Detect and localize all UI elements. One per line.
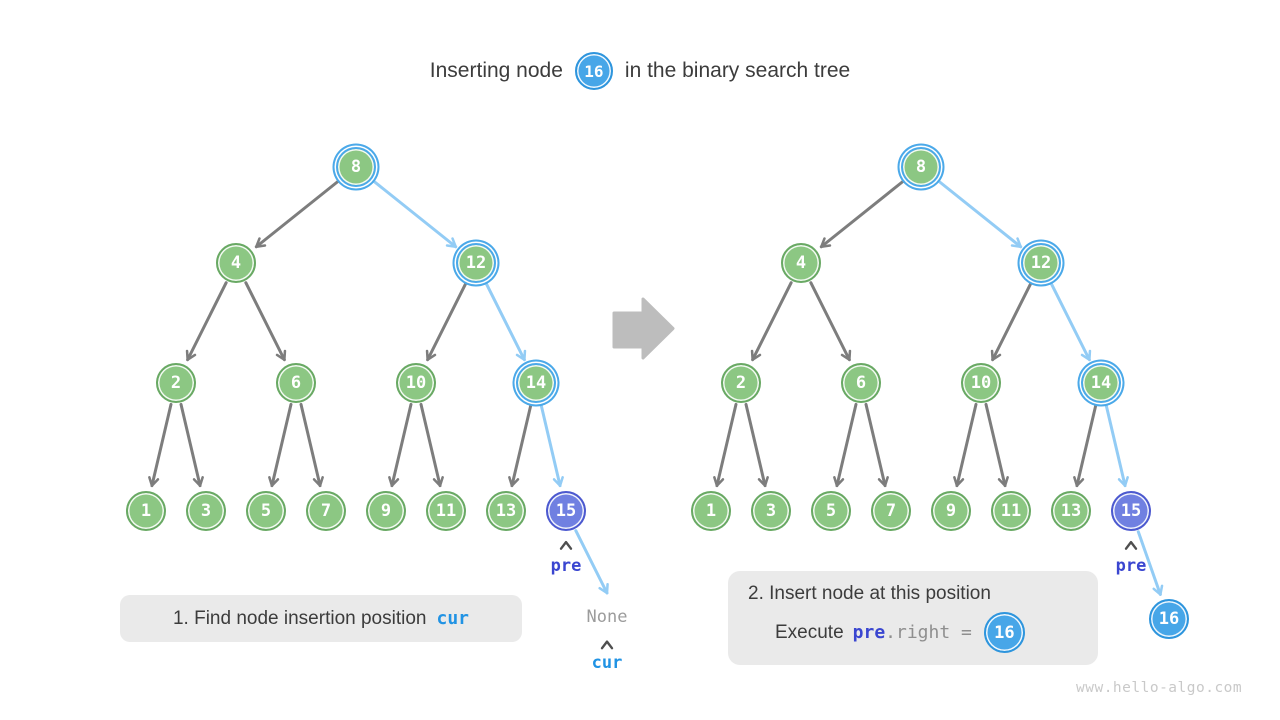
tree-edge (713, 402, 738, 488)
tree-node-12: 12 (1021, 243, 1061, 283)
tree-node-14: 14 (1081, 363, 1121, 403)
tree-node-7: 7 (306, 491, 346, 531)
tree-edge (484, 281, 527, 362)
tree-edge (744, 402, 769, 488)
watermark: www.hello-algo.com (1076, 680, 1243, 696)
pre-pointer-label: pre (550, 556, 582, 576)
tree-node-1: 1 (126, 491, 166, 531)
tree-edge (990, 281, 1033, 362)
tree-node-10: 10 (396, 363, 436, 403)
pointer-caret-icon (559, 540, 573, 550)
tree-edge (244, 281, 287, 362)
tree-edge (833, 402, 858, 488)
tree-node-12: 12 (456, 243, 496, 283)
tree-edge (750, 281, 793, 362)
tree-edge (1049, 281, 1092, 362)
tree-node-4: 4 (216, 243, 256, 283)
pointer-caret-icon (600, 640, 614, 650)
title-node-16-badge: 16 (574, 52, 613, 90)
tree-node-14: 14 (516, 363, 556, 403)
tree-node-16: 16 (1149, 599, 1189, 639)
tree-node-6: 6 (276, 363, 316, 403)
caption-step2-execute: Execute (775, 621, 844, 643)
tree-node-5: 5 (811, 491, 851, 531)
tree-node-13: 13 (486, 491, 526, 531)
tree-edge (371, 179, 458, 249)
cur-pointer-label: cur (591, 653, 623, 673)
tree-edge (809, 281, 852, 362)
tree-edge (953, 402, 978, 488)
tree-edge (936, 179, 1023, 249)
caption-step2-node-16-badge: 16 (983, 612, 1025, 653)
tree-edge (425, 281, 468, 362)
tree-edge (1104, 402, 1129, 488)
tree-node-3: 3 (186, 491, 226, 531)
tree-node-2: 2 (156, 363, 196, 403)
tree-edge (1136, 530, 1164, 596)
title-text-suffix: in the binary search tree (624, 59, 851, 82)
tree-edge (148, 402, 173, 488)
tree-node-13: 13 (1051, 491, 1091, 531)
tree-edge (574, 529, 609, 595)
caption-step2-line1: 2. Insert node at this position (748, 583, 991, 604)
tree-node-15: 15 (546, 491, 586, 531)
tree-node-10: 10 (961, 363, 1001, 403)
tree-node-11: 11 (991, 491, 1031, 531)
title-text-prefix: Inserting node (429, 59, 563, 82)
tree-edge (179, 402, 204, 488)
none-label: None (586, 607, 628, 627)
tree-node-8: 8 (901, 147, 941, 187)
tree-edge (1073, 402, 1098, 488)
page-title: Inserting node 16 in the binary search t… (0, 50, 1280, 92)
tree-node-2: 2 (721, 363, 761, 403)
tree-edge (268, 402, 293, 488)
tree-node-6: 6 (841, 363, 881, 403)
caption-step2-code-right: .right = (885, 622, 972, 643)
tree-edge (254, 179, 341, 249)
tree-edge (539, 402, 564, 488)
caption-step1-code-cur: cur (436, 608, 469, 629)
pre-pointer-label: pre (1115, 556, 1147, 576)
tree-edge (508, 402, 533, 488)
transition-arrow-icon (612, 297, 675, 360)
tree-edge (984, 402, 1009, 488)
tree-node-4: 4 (781, 243, 821, 283)
tree-edge (419, 402, 444, 488)
tree-node-11: 11 (426, 491, 466, 531)
tree-node-9: 9 (366, 491, 406, 531)
caption-step2: 2. Insert node at this position Execute … (728, 571, 1098, 665)
tree-node-1: 1 (691, 491, 731, 531)
tree-edge (185, 281, 228, 362)
caption-step1: 1. Find node insertion position cur (120, 595, 522, 642)
tree-edge (864, 402, 889, 488)
tree-edge (388, 402, 413, 488)
tree-edge (819, 179, 906, 249)
tree-node-8: 8 (336, 147, 376, 187)
tree-edge (299, 402, 324, 488)
tree-node-15: 15 (1111, 491, 1151, 531)
caption-step2-line2: Execute pre .right = 16 (775, 612, 1098, 653)
tree-node-3: 3 (751, 491, 791, 531)
caption-step1-text: 1. Find node insertion position (172, 607, 427, 629)
tree-node-5: 5 (246, 491, 286, 531)
pointer-caret-icon (1124, 540, 1138, 550)
tree-node-7: 7 (871, 491, 911, 531)
tree-node-9: 9 (931, 491, 971, 531)
caption-step2-code-pre: pre (852, 622, 886, 643)
